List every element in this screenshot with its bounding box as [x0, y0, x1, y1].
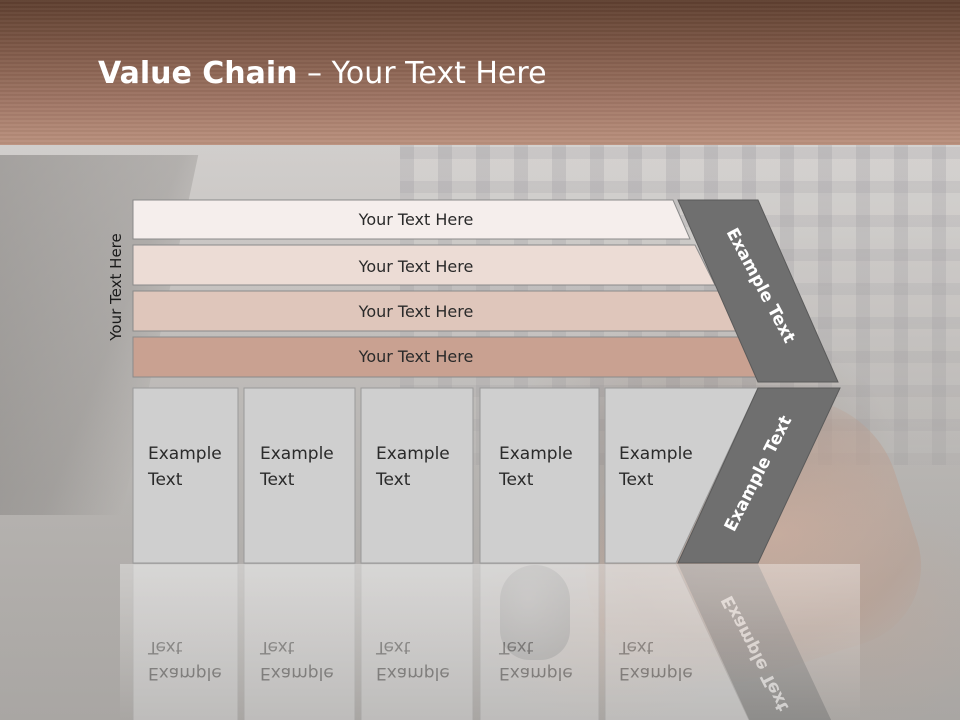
cell-1[interactable] — [132, 387, 239, 564]
cell-5-line1: Example — [619, 444, 693, 464]
slide-title[interactable]: Value Chain – Your Text Here — [98, 54, 547, 94]
slide-title-rest: – Your Text Here — [297, 56, 547, 91]
cell-5-line2: Text — [618, 470, 654, 490]
cell-5[interactable] — [604, 387, 759, 564]
cell-4[interactable] — [479, 387, 600, 564]
header-band — [0, 0, 960, 145]
bar-2-label: Your Text Here — [358, 257, 474, 276]
bar-1-label: Your Text Here — [358, 210, 474, 229]
slide-title-bold: Value Chain — [98, 56, 298, 91]
cell-4-line1: Example — [499, 444, 573, 464]
cell-3-line2: Text — [375, 470, 411, 490]
bar-4-label: Your Text Here — [358, 347, 474, 366]
cell-1-line2: Text — [147, 470, 183, 490]
cell-2-line2: Text — [259, 470, 295, 490]
chevron-upper[interactable] — [677, 199, 839, 383]
cell-2[interactable] — [243, 387, 356, 564]
cell-3-line1: Example — [376, 444, 450, 464]
chevron-lower[interactable] — [677, 387, 841, 564]
bar-3-label: Your Text Here — [358, 302, 474, 321]
bar-1[interactable] — [132, 199, 691, 240]
reflection-fade — [120, 564, 860, 720]
cell-4-line2: Text — [498, 470, 534, 490]
header-texture — [0, 0, 960, 145]
cell-1-line1: Example — [148, 444, 222, 464]
cell-3[interactable] — [360, 387, 474, 564]
cell-2-line1: Example — [260, 444, 334, 464]
